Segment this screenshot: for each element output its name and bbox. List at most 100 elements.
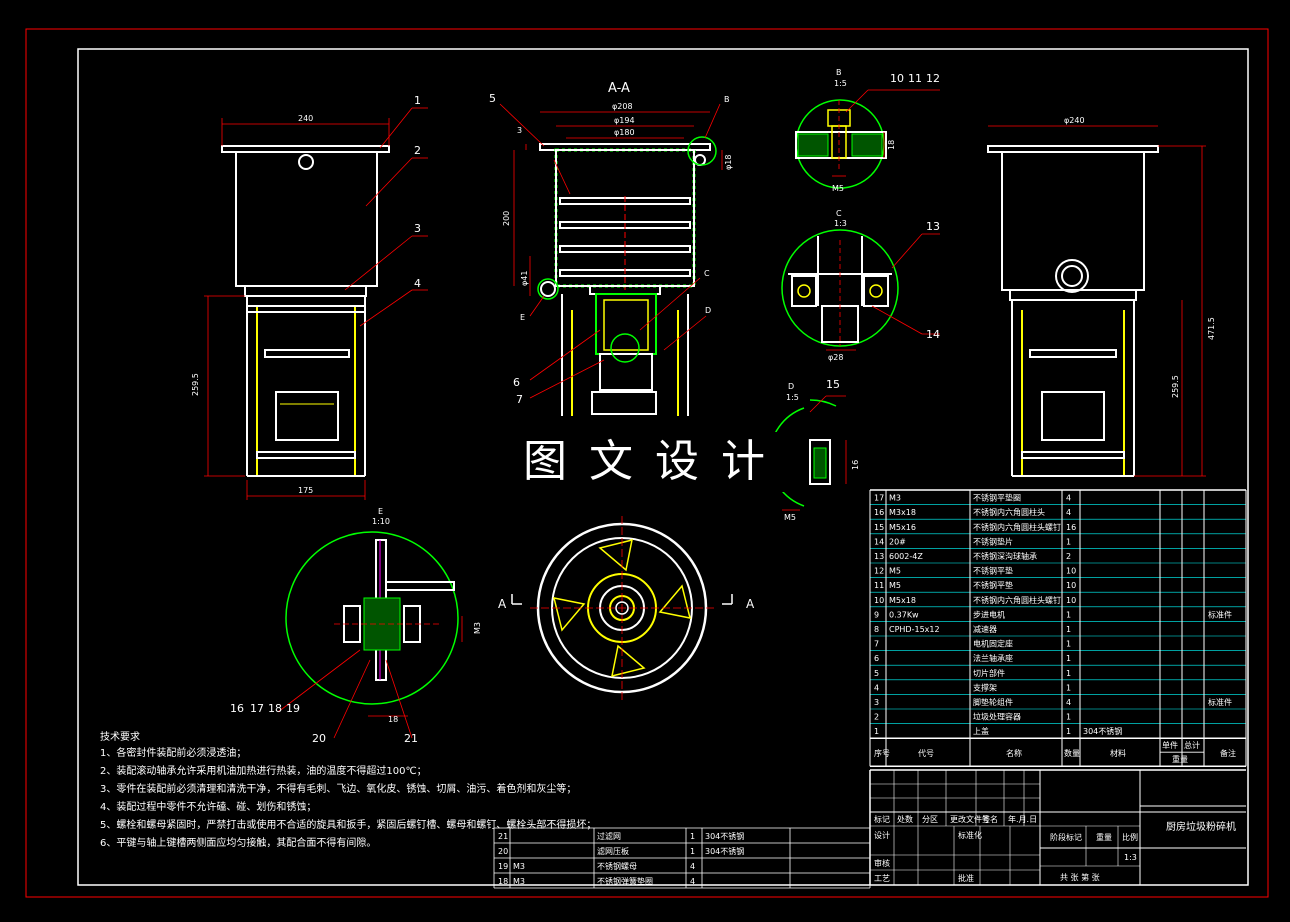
bom-name: 不锈钢内六角圆柱头螺钉 (973, 522, 1061, 532)
bom-qty: 4 (1066, 508, 1071, 517)
tech-note-line: 3、零件在装配前必须清理和清洗干净，不得有毛刺、飞边、氧化皮、锈蚀、切屑、油污、… (100, 782, 576, 795)
bom-header-total-weight: 总计 (1184, 740, 1200, 750)
tech-notes-title: 技术要求 (100, 730, 140, 743)
balloon: 18 (268, 702, 282, 715)
title-review: 审核 (874, 858, 890, 868)
balloon: D (705, 306, 711, 315)
side-dims (988, 125, 1206, 477)
bom-name: 法兰轴承座 (973, 653, 1013, 663)
bom-note: 标准件 (1208, 697, 1232, 707)
dim-side-leg: 259.5 (1171, 375, 1180, 398)
detail-b-scale: 1:5 (834, 79, 847, 88)
detail-b (795, 89, 940, 189)
bom-header-no: 序号 (874, 748, 890, 758)
dim-b-18: 18 (887, 140, 896, 150)
bom-small-code: M3 (513, 877, 525, 886)
section-title: A-A (608, 81, 630, 96)
detail-e-scale: 1:10 (372, 517, 390, 526)
side-view (987, 145, 1159, 477)
title-process: 工艺 (874, 874, 890, 883)
title-approve: 批准 (958, 873, 974, 883)
dim-sec-height: 200 (502, 211, 511, 226)
bom-no: 6 (874, 654, 879, 663)
balloon: 19 (286, 702, 300, 715)
detail-e-marker (537, 278, 559, 300)
balloon: C (704, 269, 710, 278)
bom-qty: 10 (1066, 567, 1076, 576)
title-row-label: 更改文件号 (950, 814, 990, 824)
balloon: 10 (890, 72, 904, 85)
bom-name: 脚垫轮组件 (973, 697, 1013, 707)
bom-code: M3 (889, 494, 901, 503)
bom-name: 不锈钢平垫 (973, 580, 1013, 590)
detail-c-marker (610, 333, 640, 363)
dim-d-16: 16 (851, 460, 860, 470)
title-row-label: 年.月.日 (1008, 814, 1037, 824)
bom-small-material: 304不锈钢 (705, 831, 744, 841)
detail-e-label: E (378, 507, 383, 516)
bom-no: 14 (874, 537, 884, 546)
bom-material: 304不锈钢 (1083, 726, 1122, 736)
bom-small-name: 滤网压板 (597, 846, 629, 856)
balloon: 6 (513, 376, 520, 389)
title-sheets: 共 张 第 张 (1060, 872, 1100, 882)
tech-note-line: 5、螺栓和螺母紧固时，严禁打击或使用不合适的旋具和扳手，紧固后螺钉槽、螺母和螺钉… (100, 818, 596, 831)
bom-code: M5 (889, 581, 901, 590)
drawing-name: 厨房垃圾粉碎机 (1166, 820, 1236, 833)
bom-qty: 10 (1066, 581, 1076, 590)
balloon: 4 (414, 277, 421, 290)
bom-small-material: 304不锈钢 (705, 846, 744, 856)
title-row-label: 标记 (874, 814, 890, 824)
bom-qty: 1 (1066, 713, 1071, 722)
dim-e-18: 18 (388, 715, 398, 724)
balloon: 13 (926, 220, 940, 233)
top-view (530, 516, 714, 700)
balloon: 5 (489, 92, 496, 105)
bom-name: 步进电机 (973, 609, 1005, 619)
bom-small-name: 过滤网 (597, 831, 621, 841)
bom-code: 0.37Kw (889, 610, 919, 619)
bom-qty: 1 (1066, 640, 1071, 649)
bom-header-weight: 重量 (1172, 754, 1188, 764)
bom-no: 17 (874, 494, 884, 503)
bom-name: 不锈钢平垫圈 (973, 493, 1021, 503)
bom-code: M3x18 (889, 508, 916, 517)
bom-header-code: 代号 (918, 748, 934, 758)
bom-name: 电机固定座 (973, 639, 1013, 649)
bom-qty: 10 (1066, 596, 1076, 605)
bom-no: 5 (874, 669, 879, 678)
balloon: E (520, 313, 525, 322)
section-dims (499, 103, 723, 399)
balloon: 2 (414, 144, 421, 157)
bom-qty: 1 (1066, 683, 1071, 692)
bom-name: 切片部件 (973, 668, 1005, 678)
detail-e (277, 531, 463, 739)
title-stage: 阶段标记 (1050, 832, 1082, 842)
balloon: B (724, 95, 730, 104)
bom-qty: 1 (1066, 727, 1071, 736)
dim-sec-41: φ41 (520, 271, 529, 286)
bom-small-name: 不锈钢弹簧垫圈 (597, 876, 653, 886)
balloon: 1 (414, 94, 421, 107)
bom-no: 1 (874, 727, 879, 736)
bom-qty: 1 (1066, 625, 1071, 634)
bom-code: CPHD-15x12 (889, 625, 940, 634)
bom-small-qty: 1 (690, 847, 695, 856)
bom-header-note: 备注 (1220, 748, 1236, 758)
bom-header-material: 材料 (1110, 748, 1126, 758)
bom-small-qty: 4 (690, 862, 695, 871)
dim-sec-flange: 3 (517, 126, 522, 135)
bom-qty: 4 (1066, 494, 1071, 503)
bom-code: M5x16 (889, 523, 916, 532)
dim-d-m5: M5 (784, 513, 796, 522)
bom-code: M5x18 (889, 596, 916, 605)
bom-no: 16 (874, 508, 884, 517)
dim-side-width: φ240 (1064, 116, 1085, 125)
title-standard: 标准化 (958, 830, 982, 840)
bom-header-name: 名称 (1006, 748, 1022, 758)
bom-name: 不锈钢垫片 (973, 536, 1013, 546)
balloon: 11 (908, 72, 922, 85)
bom-code: 6002-4Z (889, 552, 923, 561)
